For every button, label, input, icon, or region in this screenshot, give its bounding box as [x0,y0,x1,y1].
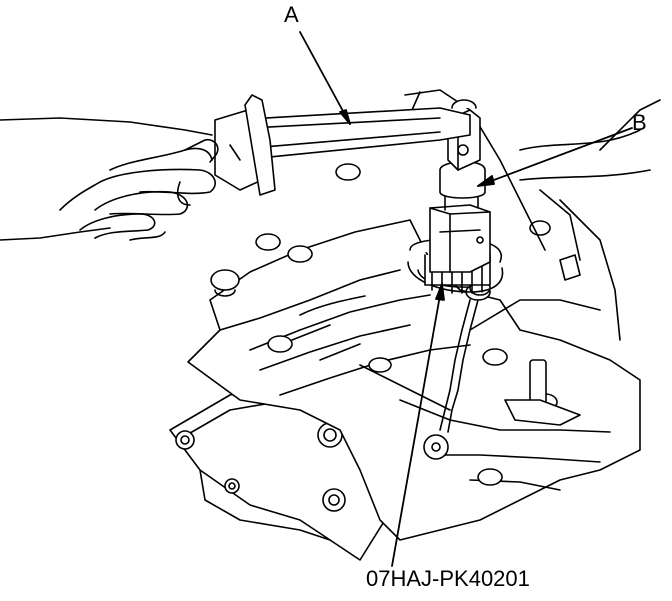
socket-tool [408,100,503,293]
label-a: A [284,2,299,27]
hand [0,118,218,240]
label-tool-number: 07HAJ-PK40201 [366,566,530,591]
leader-a [300,32,350,124]
leader-b [478,128,632,186]
leader-tool [392,284,442,566]
leader-lines [300,32,632,566]
label-b: B [632,110,647,135]
leader-a-arrowhead [340,110,350,124]
transmission-housing [170,90,660,560]
leader-tool-arrowhead [436,284,444,300]
leader-b-arrowhead [478,176,494,186]
wrench [215,95,470,195]
